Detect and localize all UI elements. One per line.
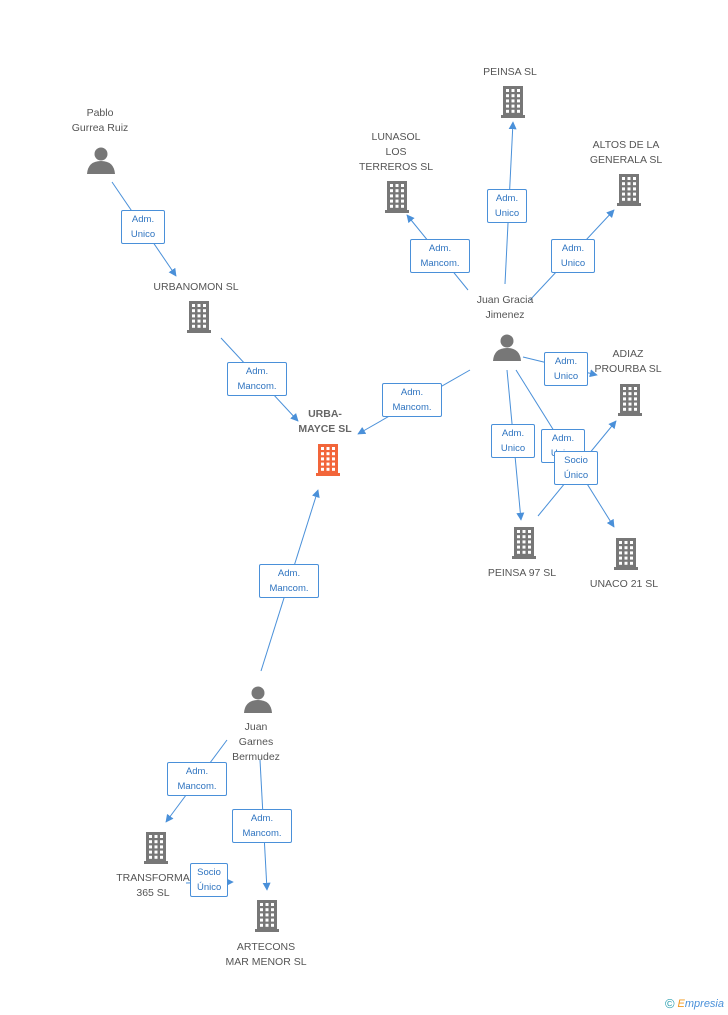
node-label-transforma[interactable]: TRANSFORMA 365 SL (116, 872, 190, 899)
person-icon[interactable] (87, 147, 115, 175)
edge-label-juangracia-lunasol[interactable]: Adm. Mancom. (410, 239, 470, 273)
node-label-unaco[interactable]: UNACO 21 SL (589, 578, 659, 590)
node-label-peinsa97[interactable]: PEINSA 97 SL (487, 567, 557, 579)
edge-label-juangracia-peinsa97[interactable]: Adm. Unico (491, 424, 535, 458)
building-icon[interactable] (144, 832, 168, 864)
node-label-urbanomon[interactable]: URBANOMON SL (153, 281, 239, 293)
node-label-peinsa[interactable]: PEINSA SL (483, 66, 537, 78)
edge-label-juangracia-peinsa[interactable]: Adm. Unico (487, 189, 527, 223)
footer-brand[interactable]: © Empresia (665, 996, 724, 1011)
node-label-juangarnes[interactable]: Juan Garnes Bermudez (232, 721, 280, 763)
person-icon[interactable] (244, 686, 272, 714)
node-label-altos[interactable]: ALTOS DE LA GENERALA SL (589, 139, 663, 166)
company-focus-icon[interactable] (316, 444, 340, 476)
copyright-icon: © (664, 996, 675, 1011)
node-label-pablo[interactable]: Pablo Gurrea Ruiz (71, 107, 129, 134)
building-icon[interactable] (501, 86, 525, 118)
building-icon[interactable] (385, 181, 409, 213)
edge-label-juangarnes-urbamayce[interactable]: Adm. Mancom. (259, 564, 319, 598)
node-label-urbamayce[interactable]: URBA- MAYCE SL (298, 408, 352, 435)
edge-label-peinsa97-adiaz[interactable]: Socio Único (554, 451, 598, 485)
icons-layer (87, 86, 642, 932)
node-label-adiaz[interactable]: ADIAZ PROURBA SL (594, 348, 662, 375)
edge-label-juangracia-altos[interactable]: Adm. Unico (551, 239, 595, 273)
edge-label-juangracia-adiaz[interactable]: Adm. Unico (544, 352, 588, 386)
edge-label-juangarnes-artecons[interactable]: Adm. Mancom. (232, 809, 292, 843)
building-icon[interactable] (617, 174, 641, 206)
edge-label-urbanomon-urbamayce[interactable]: Adm. Mancom. (227, 362, 287, 396)
brand-logo: Empresia (677, 997, 724, 1010)
person-icon[interactable] (493, 334, 521, 362)
building-icon[interactable] (187, 301, 211, 333)
building-icon[interactable] (512, 527, 536, 559)
building-icon[interactable] (255, 900, 279, 932)
edge-label-juangracia-urbamayce[interactable]: Adm. Mancom. (382, 383, 442, 417)
node-label-juangracia[interactable]: Juan Gracia Jimenez (476, 294, 534, 321)
edge-label-transforma-artecons[interactable]: Socio Único (190, 863, 228, 897)
node-label-lunasol[interactable]: LUNASOL LOS TERREROS SL (358, 131, 434, 173)
edge-label-pablo-urbanomon[interactable]: Adm. Unico (121, 210, 165, 244)
node-label-artecons[interactable]: ARTECONS MAR MENOR SL (225, 941, 307, 968)
building-icon[interactable] (618, 384, 642, 416)
edge-label-juangarnes-transforma[interactable]: Adm. Mancom. (167, 762, 227, 796)
building-icon[interactable] (614, 538, 638, 570)
